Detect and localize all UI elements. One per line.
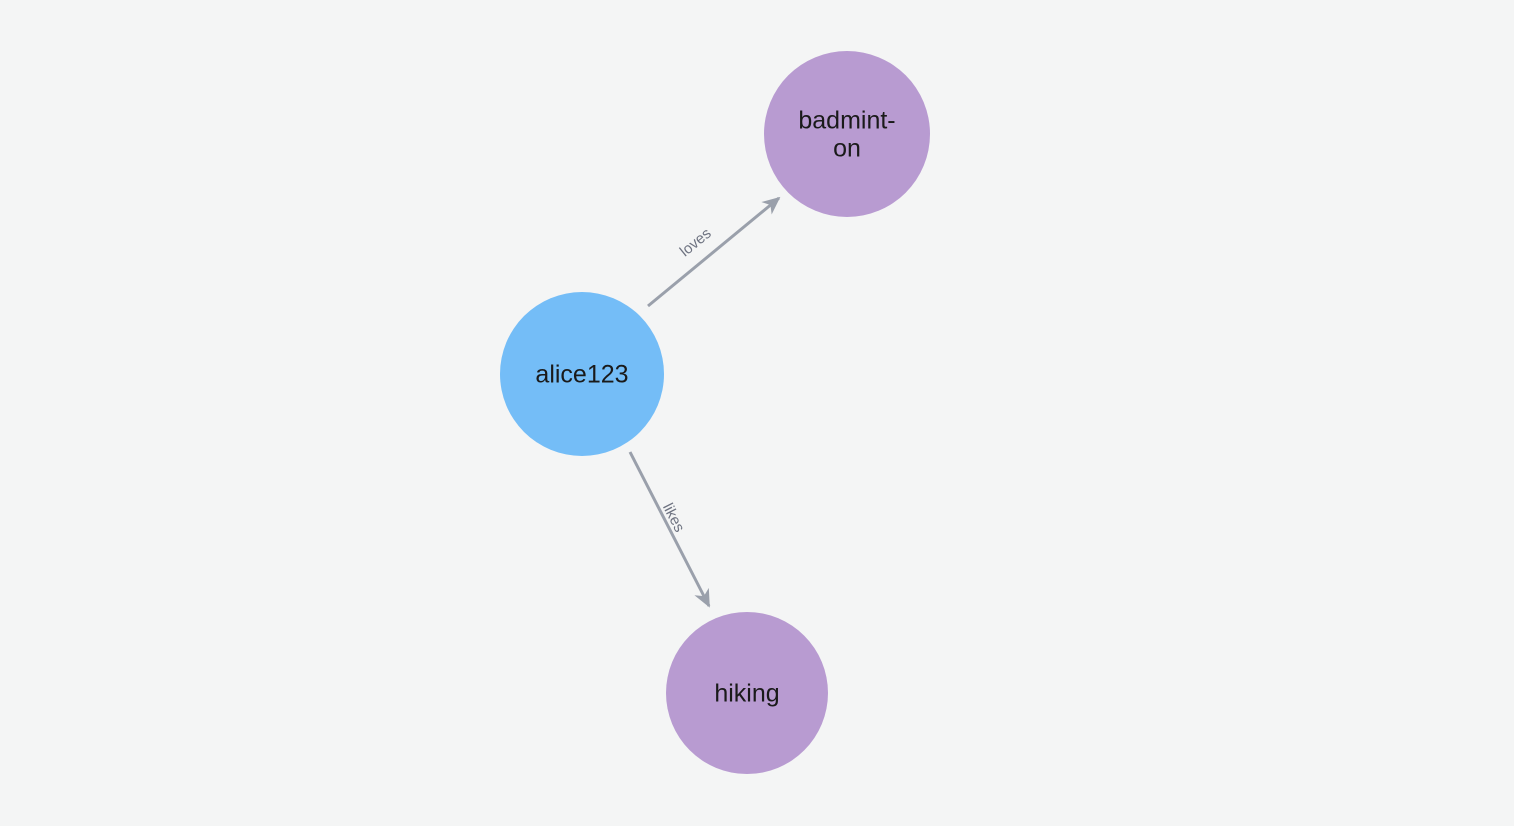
edge-line[interactable] <box>647 196 781 308</box>
edge-line[interactable] <box>628 451 711 608</box>
nodes-layer: badmint- on alice123 hiking <box>500 51 930 774</box>
edge-alice123-loves-badminton[interactable]: loves <box>647 196 781 308</box>
node-circle-hiking[interactable] <box>666 612 828 774</box>
edge-alice123-likes-hiking[interactable]: likes <box>628 451 711 608</box>
node-badminton[interactable]: badmint- on <box>764 51 930 217</box>
node-circle-badminton[interactable] <box>764 51 930 217</box>
node-circle-alice123[interactable] <box>500 292 664 456</box>
node-alice123[interactable]: alice123 <box>500 292 664 456</box>
node-hiking[interactable]: hiking <box>666 612 828 774</box>
